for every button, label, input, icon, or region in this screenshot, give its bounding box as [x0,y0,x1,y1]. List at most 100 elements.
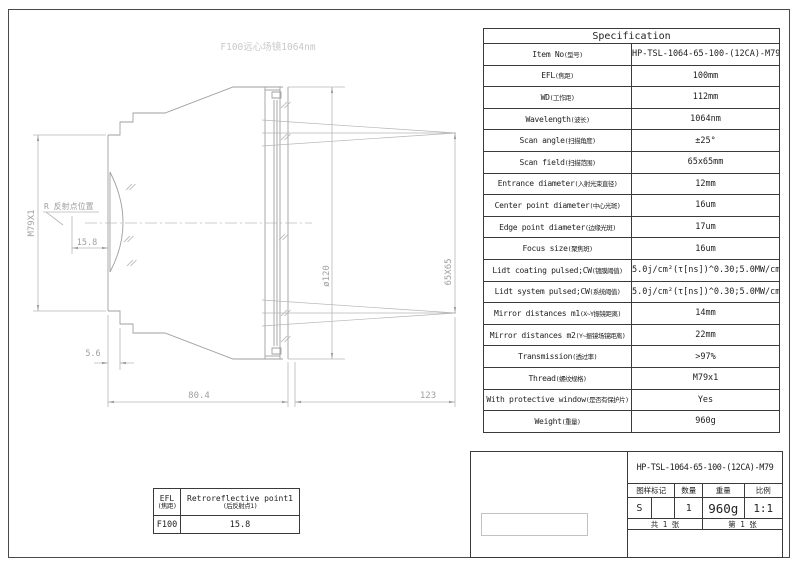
dim-123-label: 123 [420,391,436,401]
title-block-divider [627,452,628,557]
reflect-point-label: R 反射点位置 [44,201,94,211]
header-qty: 数量 [675,484,704,497]
spec-value: 16um [631,194,780,217]
dim-65x65-label: 65X65 [444,258,454,285]
spec-row-center-point: Center point diameter(中心光斑)16um [483,194,780,217]
spec-row-scan-field: Scan field(扫描范围)65x65mm [483,150,780,174]
logo-placeholder-box [481,513,588,536]
spec-row-transmission: Transmission(透过率)>97% [483,345,780,368]
spec-value: 5.0j/cm²(τ[ns])^0.30;5.0MW/cm² [631,280,780,304]
sheet-border [8,9,790,558]
spec-value: Yes [631,388,780,412]
value-mark: S [628,498,652,518]
glass-hatching-marks [123,101,291,343]
drawing-title-label: F100远心场镜1064nm [220,41,315,53]
retro-point-header-cell: Retroreflective point1 (后反射点1) [180,488,300,516]
spec-row-wavelength: Wavelength(波长)1064nm [483,107,780,131]
spec-value: 22mm [631,323,780,347]
value-qty: 1 [675,498,704,518]
spec-label: Item No(型号) [483,43,632,66]
spec-value: ±25° [631,129,780,152]
spec-label: Lidt system pulsed;CW(系统阈值) [483,280,632,304]
spec-label: Center point diameter(中心光斑) [483,194,632,217]
spec-row-lidt-coating: Lidt coating pulsed;CW(镀膜阈值)5.0j/cm²(τ[n… [483,258,780,282]
specification-table: Specification Item No(型号)HP-TSL-1064-65-… [483,28,780,433]
spec-value: 100mm [631,64,780,88]
spec-label: Entrance diameter(入射光束直径) [483,172,632,196]
dim-123: 123 [294,317,456,407]
sheets-total: 共 1 张 [628,519,704,529]
spec-row-edge-point: Edge point diameter(边缘光斑)17um [483,215,780,239]
retro-efl-value: F100 [153,515,181,534]
retro-value-row: F100 15.8 [153,515,300,534]
spec-label: Edge point diameter(边缘光斑) [483,215,632,239]
retroreflective-table: EFL (焦距) Retroreflective point1 (后反射点1) … [153,488,300,534]
dim-phi120-label: ø120 [322,265,332,287]
spec-row-mirror-m2: Mirror distances m2(Y~振镜场镜距离)22mm [483,323,780,347]
spec-value: 14mm [631,302,780,325]
spec-row-wd: WD(工作距)112mm [483,86,780,109]
spec-value: 12mm [631,172,780,196]
spec-value: >97% [631,345,780,368]
spec-value: 960g [631,410,780,433]
spec-label: Scan angle(扫描角度) [483,129,632,152]
value-scale: 1:1 [753,501,774,515]
header-scale: 比例 [755,486,771,495]
spec-label: Mirror distances m1(X~Y振镜距离) [483,302,632,325]
spec-row-scan-angle: Scan angle(扫描角度)±25° [483,129,780,152]
spec-label: Transmission(透过率) [483,345,632,368]
spec-row-thread: Thread(螺纹规格)M79x1 [483,366,780,390]
spec-value: 112mm [631,86,780,109]
spec-row-efl: EFL(焦距)100mm [483,64,780,88]
retro-header-row: EFL (焦距) Retroreflective point1 (后反射点1) [153,488,300,516]
value-mark-blank [652,498,676,518]
reflect-point-callout: R 反射点位置 [43,201,99,226]
header-weight: 重量 [703,484,745,497]
spec-value: 1064nm [631,107,780,131]
spec-label: Lidt coating pulsed;CW(镀膜阈值) [483,258,632,282]
value-weight: 960g [703,498,745,518]
spec-label: With protective window(是否有保护片) [483,388,632,412]
spec-row-mirror-m1: Mirror distances m1(X~Y振镜距离)14mm [483,302,780,325]
dim-15-8: 15.8 [71,216,108,254]
spec-label: WD(工作距) [483,86,632,109]
spec-label: Thread(螺纹规格) [483,366,632,390]
dim-phi120: ø120 [288,86,345,360]
spec-label: Wavelength(波长) [483,107,632,131]
ray-traces [261,119,457,327]
title-block-header-row: 图样标记 数量 重量 比例 [628,484,782,498]
title-block-value-row: S 1 960g 1:1 [628,498,782,519]
spec-value: 5.0j/cm²(τ[ns])^0.30;5.0MW/cm² [631,258,780,282]
header-mark: 图样标记 [628,484,676,497]
spec-label: Mirror distances m2(Y~振镜场镜距离) [483,323,632,347]
spec-value: HP-TSL-1064-65-100-(12CA)-M79 [631,43,780,66]
spec-row-entrance-diameter: Entrance diameter(入射光束直径)12mm [483,172,780,196]
title-block: HP-TSL-1064-65-100-(12CA)-M79 图样标记 数量 重量… [470,451,783,558]
dim-m79x1-label: M79X1 [27,209,37,236]
spec-label: Scan field(扫描范围) [483,150,632,174]
dim-65x65: 65X65 [444,133,457,313]
spec-value: 65x65mm [631,150,780,174]
dim-15-8-label: 15.8 [77,238,97,248]
sheet-no: 第 1 张 [728,519,757,529]
dim-80-4: 80.4 [107,315,289,407]
spec-label: Weight(重量) [483,410,632,433]
dim-m79x1: M79X1 [27,134,106,312]
spec-row-weight: Weight(重量)960g [483,410,780,433]
spec-label: EFL(焦距) [483,64,632,88]
spec-value: M79x1 [631,366,780,390]
dim-5-6-label: 5.6 [85,349,100,359]
spec-row-lidt-system: Lidt system pulsed;CW(系统阈值)5.0j/cm²(τ[ns… [483,280,780,304]
spec-value: 16um [631,237,780,260]
spec-label: Focus size(聚焦斑) [483,237,632,260]
title-block-item-no: HP-TSL-1064-65-100-(12CA)-M79 [628,452,782,484]
spec-table-title: Specification [483,28,780,44]
retro-point-value: 15.8 [180,515,300,534]
dim-80-4-label: 80.4 [188,391,210,401]
spec-value: 17um [631,215,780,239]
retro-efl-header-cell: EFL (焦距) [153,488,181,516]
title-block-sheet-row: 共 1 张 第 1 张 [628,519,782,530]
dim-5-6: 5.6 [85,328,134,370]
